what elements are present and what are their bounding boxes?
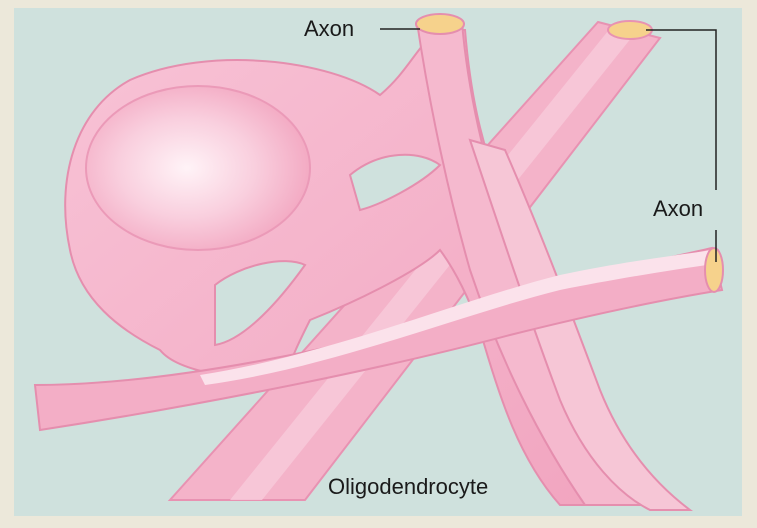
label-axon-right: Axon (653, 198, 703, 220)
axon-core-top (416, 14, 464, 34)
axon-core-top-right (608, 21, 652, 39)
nucleus (86, 86, 310, 250)
label-axon-top: Axon (304, 18, 354, 40)
axon-core-right (705, 248, 723, 292)
label-oligodendrocyte: Oligodendrocyte (328, 476, 488, 498)
leader-line-axon-right-top (646, 30, 716, 190)
